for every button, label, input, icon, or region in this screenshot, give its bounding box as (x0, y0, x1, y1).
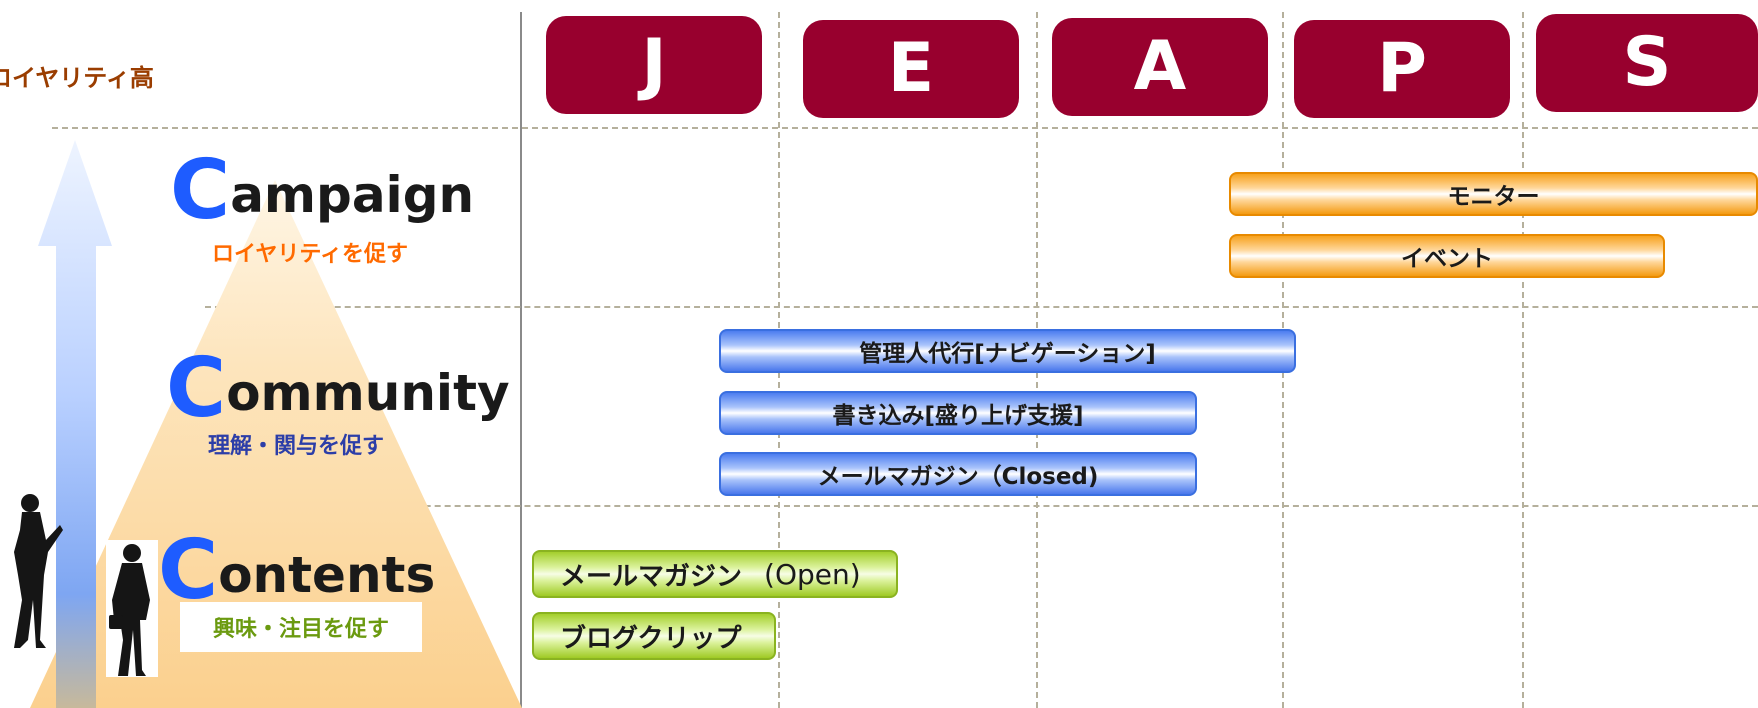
bar-event: イベント (1229, 234, 1665, 278)
woman-silhouette (14, 494, 63, 648)
jeaps-box-a: A (1052, 18, 1268, 116)
pyramid-graphic (14, 140, 522, 708)
community-subtitle: 理解・関与を促す (208, 434, 385, 459)
community-initial: C (166, 341, 227, 436)
jeaps-box-p: P (1294, 20, 1510, 118)
contents-subtitle-box: 興味・注目を促す (180, 602, 422, 652)
contents-subtitle: 興味・注目を促す (212, 617, 389, 642)
category-title-community: Community (166, 348, 510, 430)
bar-mail-magazine-closed: メールマガジン（Closed) (719, 452, 1197, 496)
campaign-initial: C (170, 143, 231, 238)
businessman-silhouette (109, 544, 150, 676)
community-rest: ommunity (226, 364, 510, 422)
contents-rest: ontents (218, 546, 436, 604)
loyalty-high-label: ロイヤリティ高 (0, 64, 154, 92)
bar-blog-clip: ブログクリップ (532, 612, 776, 660)
left-divider (520, 12, 522, 708)
grid-divider-ps (1522, 12, 1524, 708)
category-title-campaign: Campaign (170, 150, 474, 232)
campaign-rest: ampaign (230, 166, 475, 224)
loyalty-arrow (38, 140, 112, 708)
contents-initial: C (158, 523, 219, 618)
bar-mail-magazine-open: メールマガジン (Open) (532, 550, 898, 598)
campaign-subtitle: ロイヤリティを促す (212, 242, 409, 267)
jeaps-box-e: E (803, 20, 1019, 118)
grid-row-line-3 (275, 505, 1758, 507)
bar-posting-support: 書き込み[盛り上げ支援] (719, 391, 1197, 435)
category-title-contents: Contents (158, 530, 435, 612)
grid-row-line-1 (52, 127, 1758, 129)
grid-row-line-2 (205, 306, 1758, 308)
jeaps-box-s: S (1536, 14, 1758, 112)
bar-admin-navigation: 管理人代行[ナビゲーション] (719, 329, 1296, 373)
jeaps-box-j: J (546, 16, 762, 114)
mail-open-label: メールマガジン (560, 561, 743, 592)
mail-open-latin: (Open) (764, 557, 861, 591)
bar-monitor: モニター (1229, 172, 1758, 216)
